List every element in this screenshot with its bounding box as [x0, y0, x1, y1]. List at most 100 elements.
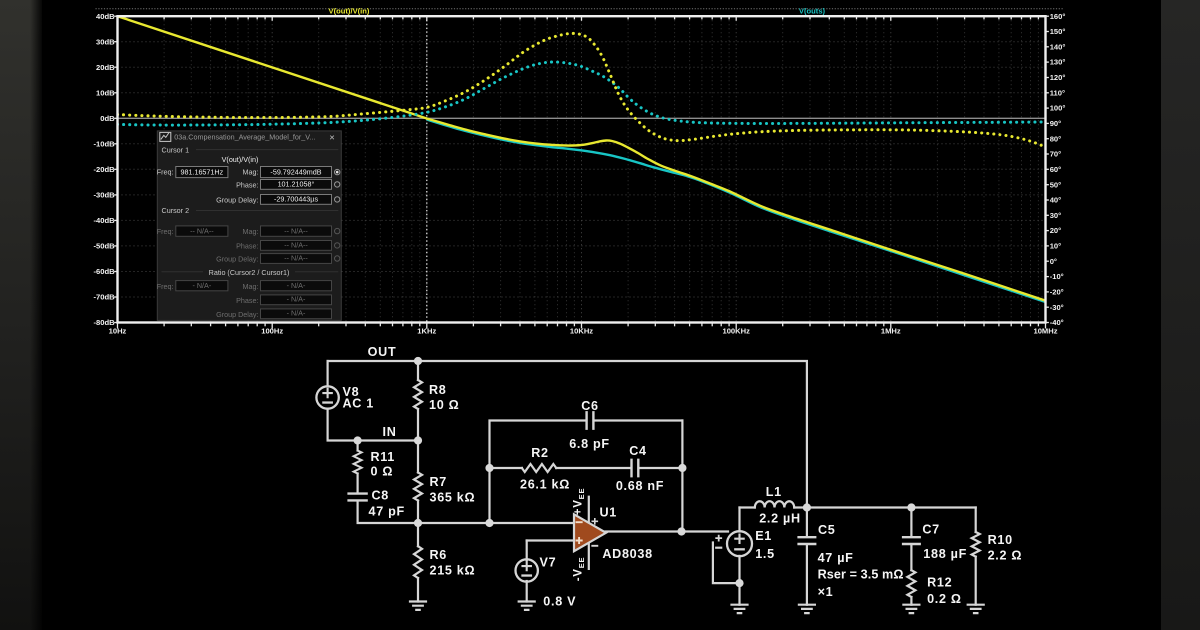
svg-text:Mag:: Mag:	[243, 168, 259, 177]
svg-text:-29.700443µs: -29.700443µs	[274, 194, 319, 203]
svg-text:20°: 20°	[1050, 226, 1061, 235]
svg-text:-70dB: -70dB	[93, 293, 115, 302]
svg-text:40°: 40°	[1050, 196, 1061, 205]
svg-text:Group Delay:: Group Delay:	[216, 310, 258, 319]
svg-text:Phase:: Phase:	[236, 181, 258, 190]
svg-text:Cursor 1: Cursor 1	[162, 145, 190, 154]
svg-text:-10dB: -10dB	[93, 139, 115, 148]
svg-text:R11: R11	[371, 450, 396, 464]
svg-text:C5: C5	[818, 523, 836, 537]
svg-text:×1: ×1	[818, 585, 834, 599]
svg-text:-30dB: -30dB	[93, 191, 115, 200]
svg-text:60°: 60°	[1050, 165, 1061, 174]
svg-text:110°: 110°	[1050, 88, 1065, 97]
svg-text:47 µF: 47 µF	[818, 551, 854, 565]
svg-text:10KHz: 10KHz	[570, 327, 593, 336]
svg-text:20dB: 20dB	[96, 63, 115, 72]
svg-text:2.2 Ω: 2.2 Ω	[988, 548, 1023, 562]
svg-text:V8: V8	[343, 385, 360, 399]
svg-text:26.1 kΩ: 26.1 kΩ	[520, 478, 570, 492]
svg-text:100°: 100°	[1050, 104, 1066, 113]
svg-text:-40dB: -40dB	[93, 216, 115, 225]
svg-text:1.5: 1.5	[755, 547, 775, 561]
svg-text:Mag:: Mag:	[243, 227, 259, 236]
svg-text:- N/A-: - N/A-	[287, 281, 306, 290]
svg-text:-10°: -10°	[1050, 272, 1064, 281]
svg-text:×: ×	[329, 132, 335, 143]
svg-text:L1: L1	[766, 485, 782, 499]
svg-text:Freq:: Freq:	[157, 168, 174, 177]
svg-text:IN: IN	[383, 425, 397, 439]
svg-text:-40°: -40°	[1050, 318, 1064, 327]
svg-text:V7: V7	[540, 556, 557, 570]
svg-text:0.68 nF: 0.68 nF	[616, 479, 664, 493]
svg-text:-- N/A--: -- N/A--	[284, 253, 308, 262]
svg-text:C4: C4	[629, 444, 647, 458]
svg-text:Freq:: Freq:	[157, 282, 174, 291]
svg-text:30°: 30°	[1050, 211, 1061, 220]
svg-text:0.8 V: 0.8 V	[543, 595, 576, 609]
svg-text:0.2 Ω: 0.2 Ω	[927, 592, 962, 606]
svg-text:6.8 pF: 6.8 pF	[569, 437, 610, 451]
svg-text:03a.Compensation_Average_Model: 03a.Compensation_Average_Model_for_V...	[174, 133, 315, 142]
svg-text:100KHz: 100KHz	[722, 327, 750, 336]
svg-text:Mag:: Mag:	[243, 282, 259, 291]
svg-text:0dB: 0dB	[100, 114, 115, 123]
svg-text:365 kΩ: 365 kΩ	[430, 491, 476, 505]
svg-text:981.16571Hz: 981.16571Hz	[180, 168, 223, 177]
svg-text:50°: 50°	[1050, 180, 1061, 189]
svg-text:2.2 µH: 2.2 µH	[759, 512, 801, 526]
svg-text:-- N/A--: -- N/A--	[284, 226, 308, 235]
svg-text:188 µF: 188 µF	[923, 547, 967, 561]
svg-text:Freq:: Freq:	[157, 227, 174, 236]
svg-text:R12: R12	[927, 576, 952, 590]
svg-text:130°: 130°	[1050, 58, 1066, 67]
svg-text:0 Ω: 0 Ω	[371, 465, 394, 479]
svg-text:V(outs): V(outs)	[799, 6, 826, 15]
svg-text:-- N/A--: -- N/A--	[284, 240, 308, 249]
svg-text:R8: R8	[429, 383, 447, 397]
svg-text:1MHz: 1MHz	[881, 327, 901, 336]
svg-text:Group Delay:: Group Delay:	[216, 196, 258, 205]
svg-text:-50dB: -50dB	[93, 242, 115, 251]
svg-text:40dB: 40dB	[96, 12, 115, 21]
svg-text:101.21058°: 101.21058°	[278, 179, 315, 188]
svg-text:10°: 10°	[1050, 242, 1061, 251]
svg-text:80°: 80°	[1050, 134, 1061, 143]
svg-text:10MHz: 10MHz	[1033, 327, 1057, 336]
svg-text:150°: 150°	[1050, 27, 1066, 36]
svg-text:R2: R2	[531, 446, 549, 460]
svg-text:C8: C8	[372, 489, 390, 503]
svg-text:10dB: 10dB	[96, 88, 115, 97]
svg-text:-60dB: -60dB	[93, 267, 115, 276]
svg-text:Phase:: Phase:	[236, 296, 258, 305]
svg-text:-20dB: -20dB	[93, 165, 115, 174]
svg-text:Cursor 2: Cursor 2	[162, 206, 190, 215]
svg-text:100Hz: 100Hz	[261, 327, 283, 336]
svg-text:R6: R6	[430, 548, 448, 562]
svg-text:R10: R10	[988, 533, 1013, 547]
svg-text:-59.792449mdB: -59.792449mdB	[270, 168, 321, 177]
svg-text:90°: 90°	[1050, 119, 1061, 128]
svg-text:V(out)/V(in): V(out)/V(in)	[222, 155, 259, 164]
svg-text:10 Ω: 10 Ω	[429, 398, 459, 412]
svg-text:-- N/A--: -- N/A--	[190, 226, 214, 235]
svg-text:AC 1: AC 1	[343, 397, 375, 411]
svg-text:0°: 0°	[1050, 257, 1057, 266]
svg-text:- N/A-: - N/A-	[192, 281, 211, 290]
svg-text:AD8038: AD8038	[602, 547, 652, 561]
svg-text:1KHz: 1KHz	[417, 327, 436, 336]
svg-text:-20°: -20°	[1050, 288, 1064, 297]
svg-text:160°: 160°	[1050, 12, 1066, 21]
svg-text:140°: 140°	[1050, 42, 1066, 51]
svg-text:R7: R7	[430, 475, 448, 489]
svg-text:215 kΩ: 215 kΩ	[430, 564, 476, 578]
svg-text:Rser = 3.5 mΩ: Rser = 3.5 mΩ	[818, 567, 904, 581]
svg-text:- N/A-: - N/A-	[287, 295, 306, 304]
svg-text:47 pF: 47 pF	[369, 505, 405, 519]
svg-text:120°: 120°	[1050, 73, 1066, 82]
svg-text:OUT: OUT	[368, 345, 397, 359]
svg-text:E1: E1	[755, 529, 772, 543]
svg-text:10Hz: 10Hz	[109, 327, 127, 336]
svg-text:70°: 70°	[1050, 150, 1061, 159]
